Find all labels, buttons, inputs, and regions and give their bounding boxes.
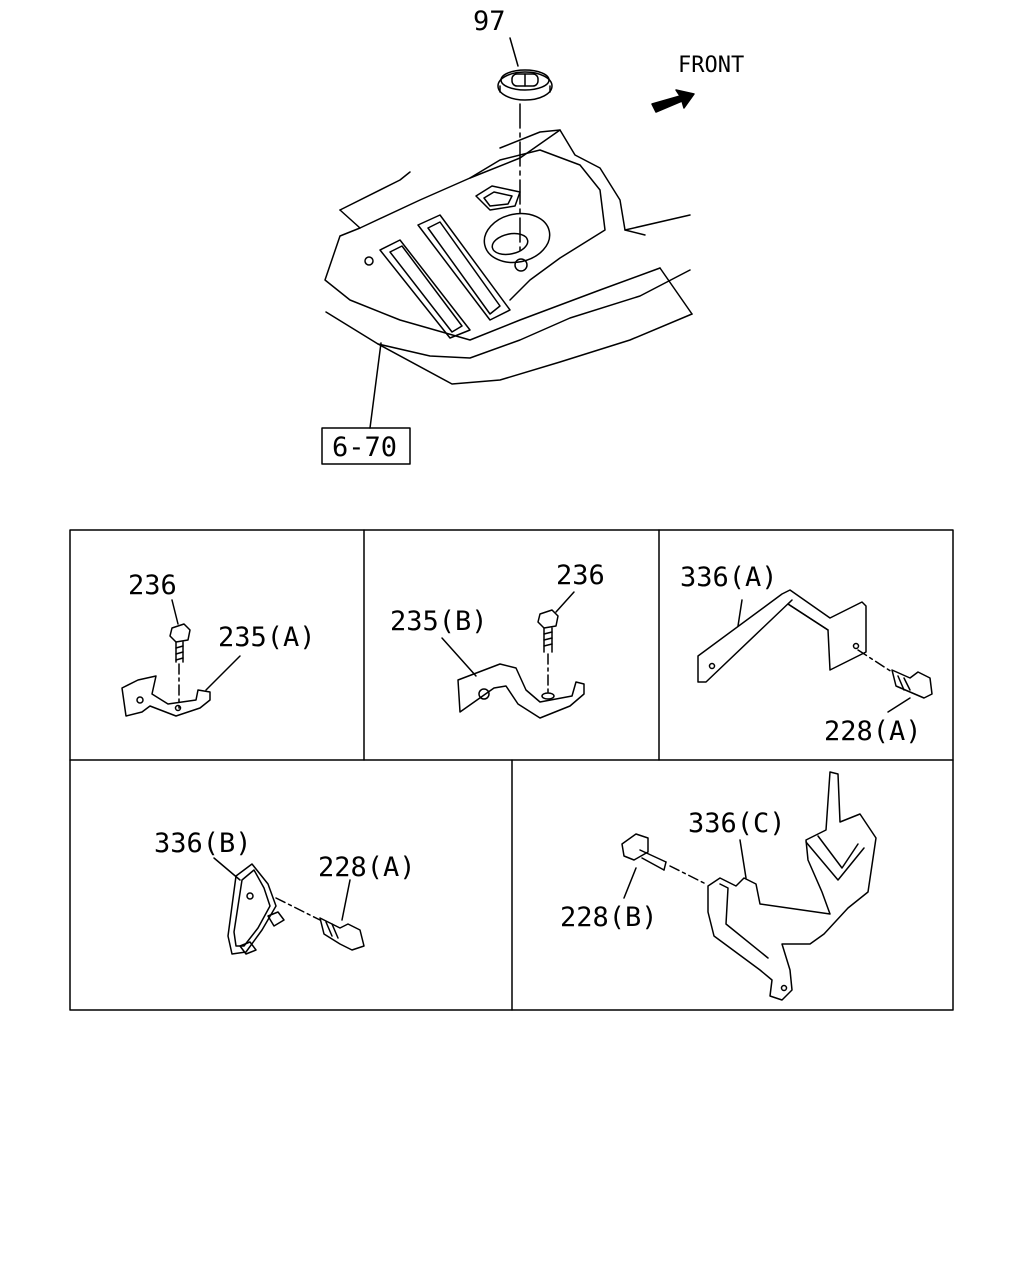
callout-p5-bolt: 228(B)	[560, 902, 658, 933]
callout-p1-bolt: 236	[128, 570, 177, 601]
callout-p2-bracket: 235(B)	[390, 606, 488, 637]
engine-cover	[324, 129, 693, 385]
front-arrow-icon	[651, 89, 695, 113]
callout-p3-bolt: 228(A)	[824, 716, 922, 747]
callout-p5-bracket: 336(C)	[688, 808, 786, 839]
callout-97: 97	[473, 6, 506, 37]
panel-grid	[69, 529, 954, 1011]
reference-label: 6-70	[332, 432, 397, 463]
callout-p1-bracket: 235(A)	[218, 622, 316, 653]
callout-p4-bolt: 228(A)	[318, 852, 416, 883]
front-label: FRONT	[678, 53, 744, 78]
callout-p3-bracket: 336(A)	[680, 562, 778, 593]
callout-p2-bolt: 236	[556, 560, 605, 591]
panel-3-parts	[697, 589, 933, 713]
reference-box	[321, 427, 411, 465]
cover-leader	[369, 342, 382, 429]
panel-1-parts	[121, 599, 241, 717]
panel-4-parts	[213, 857, 365, 955]
grommet-97	[497, 69, 553, 101]
panel-2-parts	[441, 591, 585, 719]
grommet-leader	[509, 37, 519, 67]
callout-p4-bracket: 336(B)	[154, 828, 252, 859]
panel-5-parts	[621, 771, 877, 1001]
